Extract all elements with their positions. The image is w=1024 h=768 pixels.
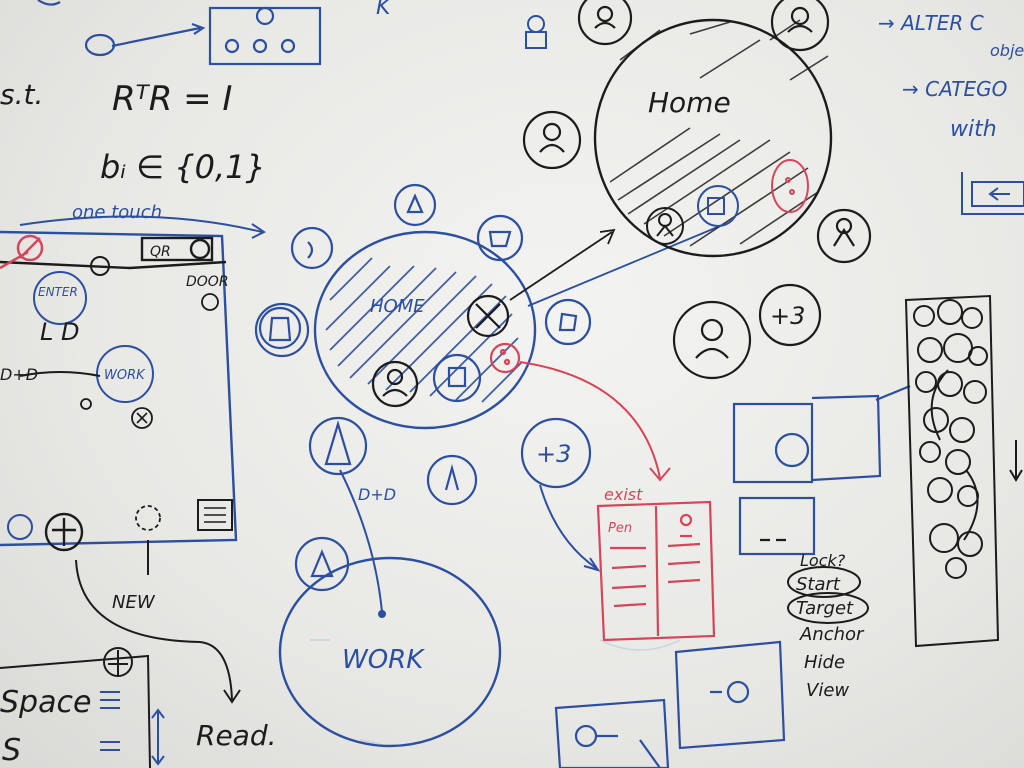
dd-label-left: D+D bbox=[0, 365, 38, 384]
close-icon bbox=[131, 407, 153, 429]
dd-label-center: D+D bbox=[358, 485, 396, 504]
top-right-home-circle: Home bbox=[593, 18, 833, 258]
door-icon bbox=[201, 293, 219, 311]
right-option-list: Start Target Anchor Hide View bbox=[787, 566, 869, 701]
one-touch-arrow bbox=[19, 215, 266, 239]
svg-text:Hide: Hide bbox=[804, 652, 845, 673]
work-button-sketch: WORK bbox=[96, 345, 154, 403]
lock-icon bbox=[525, 15, 547, 49]
scroll-arrows-icon bbox=[151, 708, 165, 766]
alter-note-2: objec bbox=[990, 41, 1024, 60]
svg-text:Target: Target bbox=[796, 598, 854, 619]
bubble-column-sketch bbox=[904, 294, 1000, 648]
space-sub-label: S bbox=[2, 733, 21, 768]
add-icon bbox=[44, 512, 84, 552]
category-note-2: with bbox=[950, 117, 997, 142]
space-label: Space bbox=[0, 685, 91, 720]
new-label: NEW bbox=[112, 592, 156, 613]
right-screens bbox=[732, 384, 911, 556]
svg-text:View: View bbox=[806, 680, 849, 701]
top-partial-text: K bbox=[376, 0, 392, 20]
svg-text:HOME: HOME bbox=[370, 296, 425, 317]
one-touch-note: one touch bbox=[72, 202, 162, 223]
list-icon bbox=[197, 499, 233, 531]
alter-note: → ALTER C bbox=[878, 11, 984, 35]
plus-three-circle: +3 bbox=[520, 417, 592, 489]
satellite-circles bbox=[254, 183, 592, 592]
plus-three-top-right: +3 bbox=[770, 302, 805, 330]
top-right-satellites bbox=[522, 0, 872, 380]
svg-text:+3: +3 bbox=[536, 440, 571, 468]
exist-label: exist bbox=[604, 485, 643, 504]
bottom-right-screens bbox=[554, 640, 786, 768]
red-dots-icon bbox=[489, 342, 521, 374]
tiny-dot-icon bbox=[80, 398, 92, 410]
svg-text:WORK: WORK bbox=[104, 368, 146, 383]
dashed-circle-icon bbox=[135, 505, 161, 531]
svg-text:WORK: WORK bbox=[342, 645, 425, 675]
lock-question: Lock? bbox=[800, 551, 846, 570]
read-arrow bbox=[75, 559, 241, 704]
down-arrow-icon bbox=[1009, 440, 1023, 482]
connection-line-blue bbox=[527, 225, 721, 307]
center-home-circle: HOME bbox=[313, 230, 537, 430]
enter-button-sketch: ENTER bbox=[33, 271, 87, 325]
red-book-sketch bbox=[596, 500, 716, 642]
qr-label: QR bbox=[150, 244, 171, 260]
top-left-sketch bbox=[37, 0, 322, 66]
ghost-marks bbox=[310, 639, 681, 745]
dd-arrow-center bbox=[339, 469, 383, 613]
dd-arrow-left bbox=[19, 371, 101, 377]
x-circle-icon bbox=[466, 294, 510, 338]
blue-device-icon bbox=[432, 353, 482, 403]
small-letters: L D bbox=[40, 318, 79, 346]
red-cross-icon bbox=[0, 234, 44, 270]
eq-prefix: s.t. bbox=[0, 78, 43, 111]
small-circle-icon bbox=[90, 256, 110, 276]
left-panel-frame bbox=[0, 230, 238, 547]
read-label: Read. bbox=[196, 719, 277, 752]
orthogonality-equation: RᵀR = I bbox=[112, 79, 232, 119]
menu-lines-icon bbox=[100, 691, 120, 751]
top-right-red-icon bbox=[771, 159, 809, 213]
svg-text:Anchor: Anchor bbox=[799, 624, 865, 645]
top-right-user-icon bbox=[646, 207, 684, 245]
top-right-blue-icon bbox=[697, 185, 739, 227]
red-arrow bbox=[519, 361, 671, 482]
svg-text:Start: Start bbox=[796, 574, 841, 595]
bottom-left-card bbox=[0, 647, 151, 768]
plus-three-arrow bbox=[539, 484, 601, 572]
top-right-toolbar-sketch bbox=[961, 172, 1024, 215]
category-note: → CATEGO bbox=[902, 77, 1007, 101]
svg-text:ENTER: ENTER bbox=[38, 285, 78, 299]
work-circle: WORK bbox=[278, 556, 502, 748]
pen-label: Pen bbox=[608, 521, 632, 536]
left-bottom-icon bbox=[7, 514, 33, 540]
binary-constraint: bᵢ ∈ {0,1} bbox=[100, 148, 266, 186]
user-avatar-icon bbox=[371, 360, 419, 408]
svg-text:Home: Home bbox=[648, 86, 731, 119]
connection-line-dark bbox=[509, 228, 616, 301]
door-label: DOOR bbox=[186, 274, 229, 290]
